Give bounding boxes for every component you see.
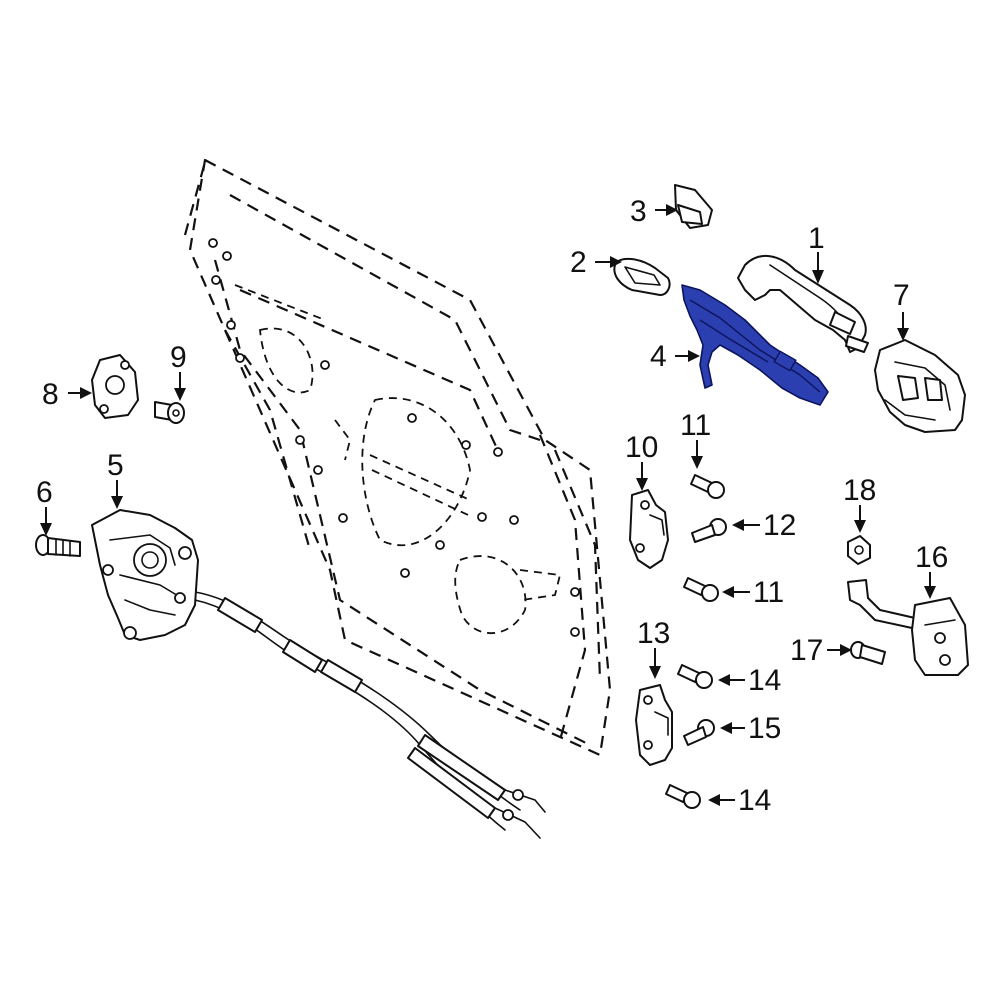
bolt-11-upper [690, 474, 725, 499]
part-8-striker-plate [91, 354, 139, 419]
callout-9: 9 [170, 341, 187, 374]
part-6-screw [35, 534, 81, 557]
callout-18: 18 [843, 474, 876, 507]
callout-2: 2 [570, 246, 587, 279]
part-4-handle-bracket [681, 284, 829, 406]
callout-7: 7 [893, 279, 910, 312]
part-5-door-latch [91, 509, 199, 641]
part-7-lock-housing [874, 339, 966, 433]
callout-17: 17 [790, 634, 823, 667]
part-9-pin [154, 401, 185, 424]
door-shell [183, 158, 612, 757]
part-13-lower-hinge [635, 684, 673, 766]
part-18-nut [847, 535, 871, 565]
part-1-outside-handle [737, 255, 869, 353]
part-16-door-check [847, 579, 969, 676]
handle-bracket-highlight [681, 284, 829, 406]
callout-14-upper: 14 [748, 664, 781, 697]
callout-15: 15 [748, 712, 781, 745]
callout-leaders [40, 204, 936, 806]
callout-5: 5 [107, 449, 124, 482]
part-3-cap [674, 184, 713, 229]
callout-4: 4 [650, 340, 667, 373]
callout-6: 6 [36, 476, 53, 509]
bolt-12 [691, 518, 727, 543]
part-2-gasket [613, 257, 671, 296]
callout-1: 1 [808, 222, 825, 255]
callout-11-upper: 11 [680, 409, 711, 442]
callout-14-lower: 14 [738, 784, 771, 817]
door-cables [194, 591, 546, 839]
callout-8: 8 [42, 378, 59, 411]
callout-11-lower: 11 [753, 576, 784, 609]
bolt-17 [850, 641, 886, 665]
callout-12: 12 [763, 509, 796, 542]
callout-10: 10 [625, 431, 658, 464]
bolt-11-lower [683, 577, 719, 602]
callout-numbers: 1 2 3 4 5 6 7 8 9 10 11 11 12 13 14 14 1… [36, 195, 948, 817]
bolt-15 [683, 719, 715, 746]
bolt-14-upper [677, 664, 713, 689]
door-holes [208, 238, 580, 637]
callout-13: 13 [637, 617, 670, 650]
bolt-14-lower [665, 784, 701, 809]
part-10-upper-hinge [629, 489, 669, 569]
callout-16: 16 [915, 541, 948, 574]
callout-3: 3 [630, 195, 647, 228]
